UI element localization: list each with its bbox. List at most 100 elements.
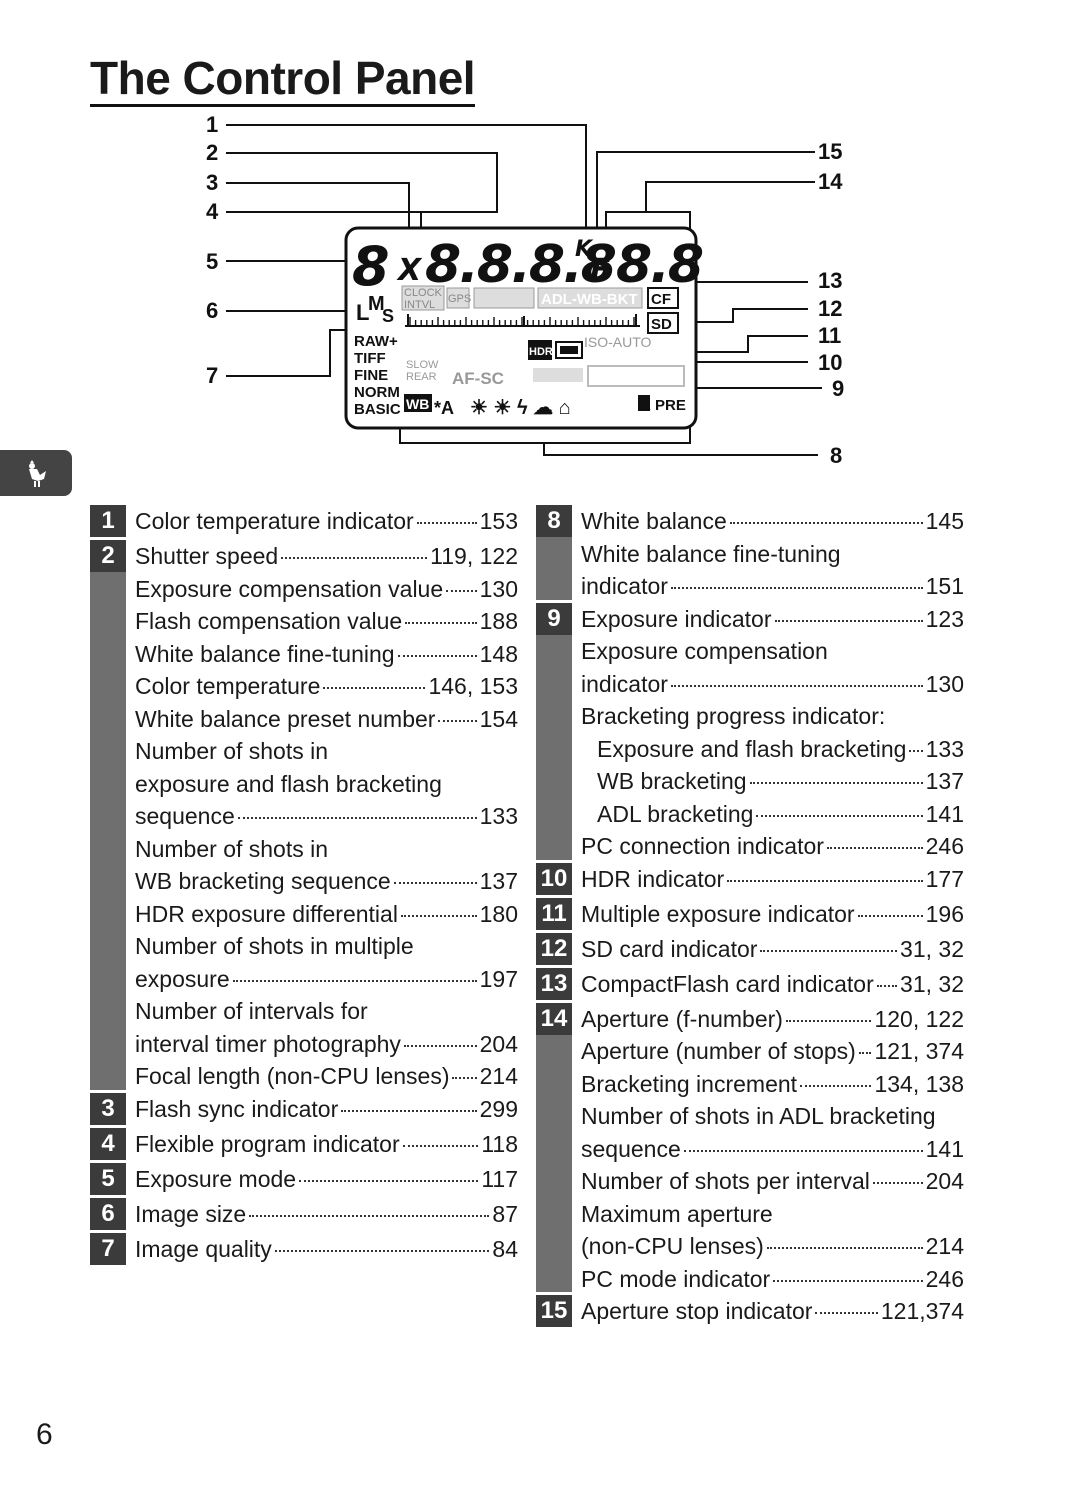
index-group: 1 Color temperature indicator 153 (90, 505, 518, 540)
leader-dots (670, 587, 923, 589)
entry-label: ADL bracketing (597, 800, 754, 827)
entry-label: exposure (135, 965, 230, 992)
page-reference: 204 (925, 1168, 964, 1194)
callout-15: 15 (818, 139, 842, 164)
index-entry: Maximum aperture (581, 1198, 964, 1231)
leader-dots (857, 914, 923, 917)
page-reference: 134, 138 (874, 1070, 964, 1097)
leader-dots (749, 782, 923, 784)
entry-label: Image quality (135, 1235, 272, 1262)
entry-label: Color temperature indicator (135, 508, 414, 534)
callout-number-badge: 7 (90, 1232, 126, 1268)
page-reference: 246 (925, 833, 964, 859)
entry-label: Flexible program indicator (135, 1130, 400, 1157)
page-reference: 197 (479, 965, 518, 992)
leader-dots (826, 847, 923, 849)
leader-dots (341, 1109, 477, 1112)
page-reference: 137 (925, 768, 964, 794)
size-s: S (382, 306, 394, 326)
entry-label: Shutter speed (135, 543, 279, 569)
callout-number-badge: 12 (536, 932, 572, 968)
index-entry: interval timer photography 204 (135, 1028, 518, 1061)
page-reference: 196 (925, 900, 964, 927)
entry-label: sequence (581, 1135, 681, 1162)
index-entry: Number of shots in multiple (135, 930, 518, 963)
callout-number-badge: 9 (536, 602, 572, 863)
page-reference: 214 (479, 1063, 518, 1089)
callout-number-badge: 4 (90, 1127, 126, 1163)
entry-label: Bracketing progress indicator: (581, 703, 886, 729)
page-reference: 133 (479, 803, 518, 829)
page-reference: 133 (925, 735, 964, 762)
page-reference: 141 (925, 800, 964, 827)
leader-dots (876, 984, 898, 987)
x-indicator: X (396, 253, 423, 288)
index-entry: HDR exposure differential 180 (135, 898, 518, 931)
leader-dots (232, 979, 477, 982)
index-entry: ADL bracketing 141 (581, 798, 964, 831)
page-reference: 188 (479, 608, 518, 634)
callout-6: 6 (206, 298, 218, 323)
index-entry: Number of intervals for (135, 995, 518, 1028)
entry-label: Exposure indicator (581, 605, 772, 632)
entry-label: Flash sync indicator (135, 1095, 339, 1122)
page-reference: 31, 32 (900, 935, 964, 962)
entry-label: (non-CPU lenses) (581, 1233, 764, 1259)
callout-4: 4 (206, 199, 219, 224)
main-digits: 8.8.8.8 (425, 235, 616, 295)
size-l: L (356, 300, 369, 325)
entry-label: HDR exposure differential (135, 900, 398, 927)
leader-dots (670, 684, 923, 687)
page-reference: 121, 374 (874, 1038, 964, 1064)
page-reference: 31, 32 (900, 970, 964, 997)
callout-5: 5 (206, 249, 218, 274)
page-reference: 121,374 (880, 1298, 964, 1324)
page-reference: 180 (479, 900, 518, 927)
callout-number-badge: 14 (536, 1002, 572, 1295)
page-reference: 148 (479, 640, 518, 667)
page-reference: 146, 153 (428, 673, 518, 699)
entry-label: interval timer photography (135, 1030, 401, 1057)
clock-label: CLOCK (404, 287, 443, 299)
callout-14: 14 (818, 169, 843, 194)
page-reference: 204 (479, 1030, 518, 1057)
leader-dots (237, 817, 477, 819)
index-entry: Color temperature indicator 153 (135, 505, 518, 538)
leader-dots (683, 1149, 923, 1152)
page-reference: 154 (479, 705, 518, 732)
aperture-digits: 8.8 (616, 235, 703, 295)
index-entry: exposure and flash bracketing (135, 768, 518, 801)
entry-label: WB bracketing sequence (135, 868, 391, 894)
entry-label: Flash compensation value (135, 608, 403, 634)
quality-tiff: TIFF (354, 350, 386, 367)
entry-label: Maximum aperture (581, 1200, 773, 1227)
index-entry: White balance fine-tuning (581, 538, 964, 571)
callout-number-badge: 11 (536, 897, 572, 933)
entry-label: Bracketing increment (581, 1070, 798, 1097)
page-reference: 117 (481, 1165, 518, 1192)
leader-dots (397, 654, 477, 657)
rear-label: REAR (406, 371, 437, 383)
section-tab[interactable] (0, 450, 72, 496)
callout-number-badge: 1 (90, 505, 126, 540)
callout-13: 13 (818, 268, 842, 293)
size-m: M (368, 293, 385, 315)
entry-label: Exposure compensation (581, 638, 828, 664)
page-reference: 153 (479, 508, 518, 534)
leader-dots (402, 1144, 479, 1147)
leader-dots (815, 1312, 878, 1314)
page-reference: 141 (925, 1135, 964, 1162)
